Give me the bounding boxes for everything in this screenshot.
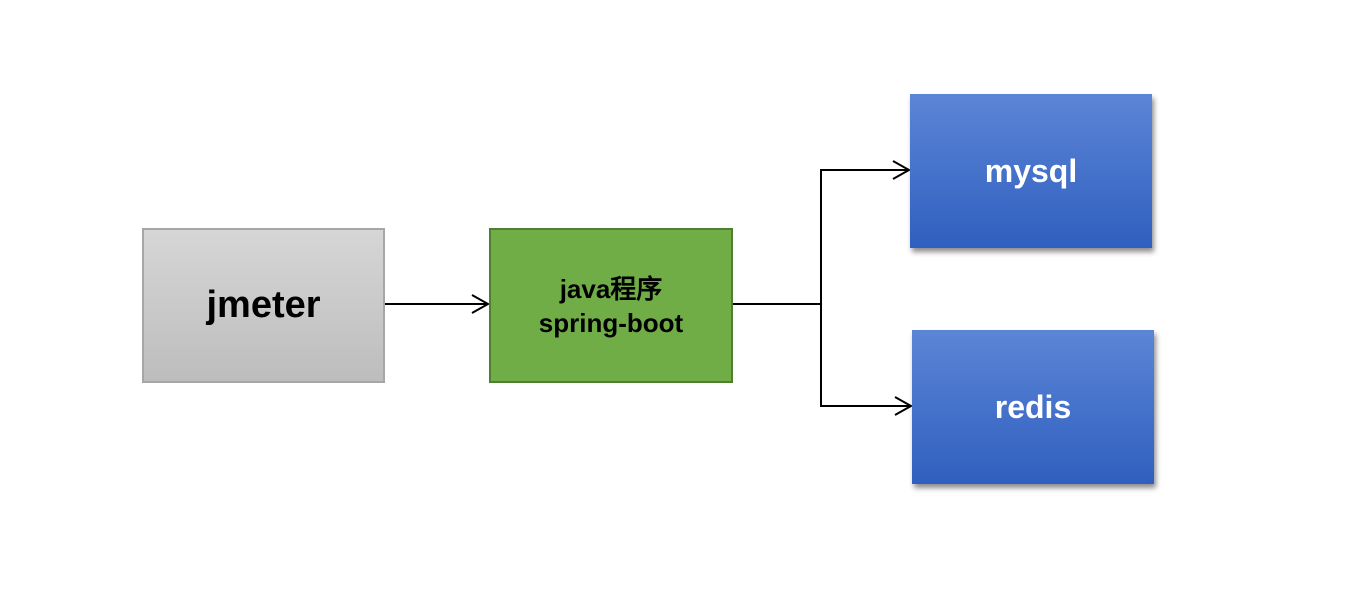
arrowhead-icon bbox=[894, 396, 914, 416]
edge-springboot-to-redis bbox=[820, 304, 914, 416]
node-jmeter: jmeter bbox=[142, 228, 385, 383]
edge-jmeter-to-springboot bbox=[385, 294, 491, 314]
node-redis-label: redis bbox=[994, 388, 1072, 425]
node-spring-boot-line1: java程序 bbox=[559, 273, 663, 304]
edge-springboot-to-mysql bbox=[733, 160, 912, 305]
arrowhead-icon bbox=[892, 160, 912, 180]
arrowhead-icon bbox=[471, 294, 491, 314]
node-spring-boot: java程序 spring-boot bbox=[489, 228, 733, 383]
node-mysql: mysql bbox=[910, 94, 1152, 248]
node-jmeter-label: jmeter bbox=[206, 284, 321, 326]
node-mysql-label: mysql bbox=[984, 152, 1078, 189]
node-spring-boot-line2: spring-boot bbox=[538, 307, 684, 338]
node-redis: redis bbox=[912, 330, 1154, 484]
